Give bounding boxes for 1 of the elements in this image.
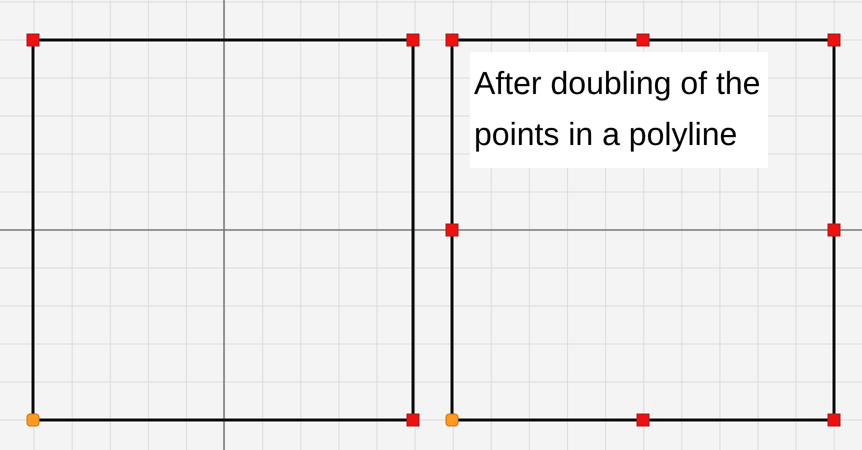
note-text: After doubling of the points in a polyline [470,52,768,168]
